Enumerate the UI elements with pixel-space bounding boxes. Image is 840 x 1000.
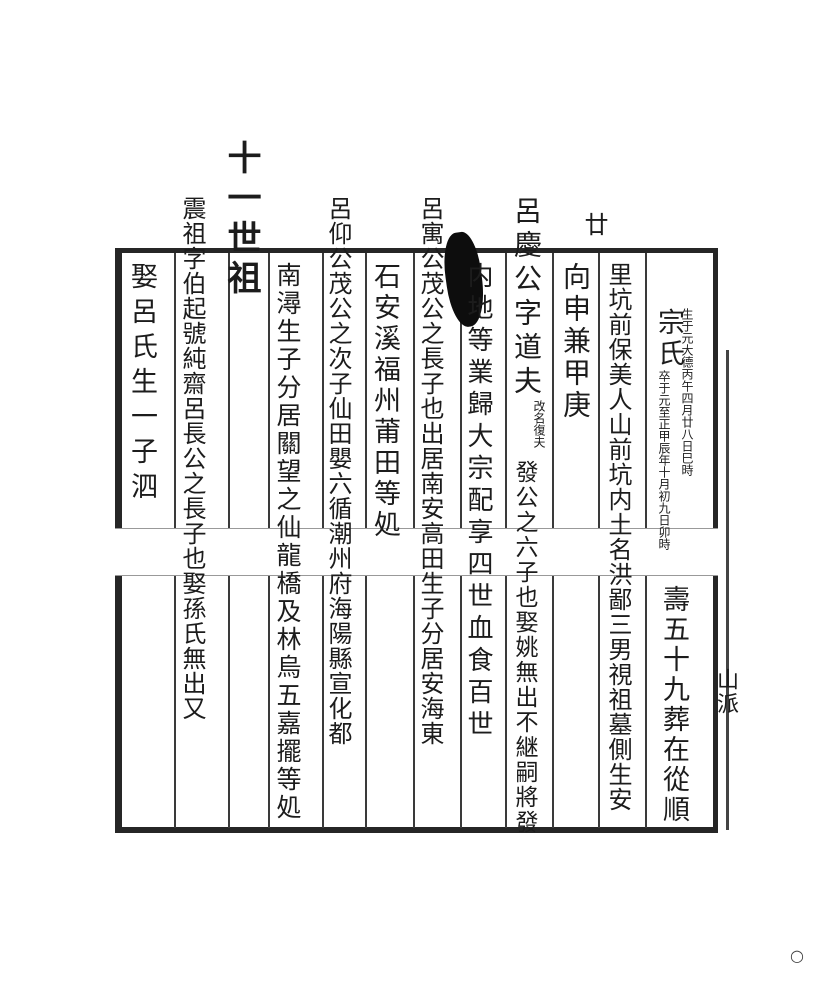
page-number: 廿 xyxy=(580,212,608,240)
column-text: 石安溪福州莆田等処 xyxy=(369,262,400,541)
column-text: 發公之六子也娶姚無出不継嗣將發 xyxy=(511,460,537,835)
column-text: 呂慶公字道夫 xyxy=(510,196,543,400)
column-text: 震祖字伯起號純齋呂長公之長子也娶孫氏無出又 xyxy=(178,196,206,721)
generation-header: 十一世祖 xyxy=(221,140,261,300)
column-note: 改名復夫 xyxy=(532,400,546,448)
column-text: 宗氏 xyxy=(653,308,684,370)
column-note: 卒于元至正甲辰年十月初九日卯時 xyxy=(657,370,671,550)
column-text: 呂仰公茂公之次子仙田嬰六循潮州府海陽縣宣化都 xyxy=(324,196,352,746)
column-text: 娶呂氏生一子泗 xyxy=(126,262,157,507)
column-text: 内地等業歸大宗配享四世血食百世 xyxy=(463,262,493,742)
column-text: 呂寓公茂公之長子也出居南安高田生子分居安海東 xyxy=(416,196,444,746)
column-note: 生于元大德丙午四月廿八日巳時 xyxy=(680,308,694,476)
corner-mark: ○ xyxy=(790,946,804,965)
margin-note: 山派 xyxy=(713,668,738,716)
column-text: 向申兼甲庚 xyxy=(559,262,592,422)
fold-band xyxy=(115,528,718,576)
column-text: 南潯生子分居關望之仙龍橋及林烏五嘉擺等処 xyxy=(273,262,302,822)
column-text: 里坑前保美人山前坑内土名洪鄙三男視祖墓側生安 xyxy=(604,262,632,812)
column-text: 壽五十九葬在從順 xyxy=(658,585,689,825)
right-edge-fold xyxy=(712,350,729,830)
